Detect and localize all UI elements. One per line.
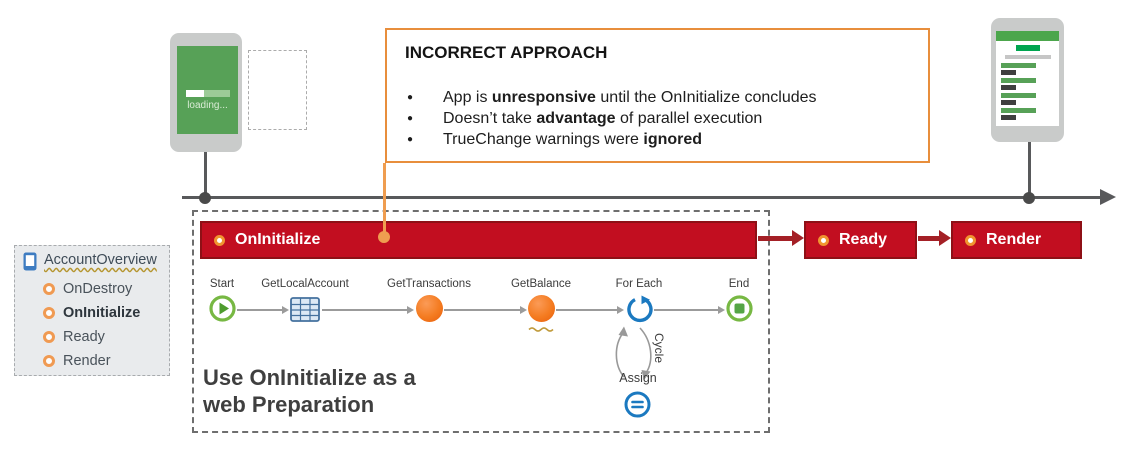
event-ring-icon [43,283,55,295]
event-ring-icon [43,331,55,343]
panel-title: AccountOverview [44,252,157,268]
screen-subtitle-bar [1004,55,1051,59]
flow-node-start: Start [162,278,282,322]
flow-node-getlocalaccount: GetLocalAccount [245,278,365,322]
flow-node-label: End [728,278,750,290]
event-list-item-ready: Ready [43,325,161,349]
flow-connector [237,306,289,313]
flow-connector [322,306,414,313]
timeline-axis [182,196,1102,199]
server-action-icon [527,295,555,322]
event-list-item-ondestroy: OnDestroy [43,277,161,301]
arrow-ready-to-render [918,230,951,246]
flow-node-label: GetBalance [510,278,572,290]
bullet-dot-icon: ● [407,113,414,124]
cycle-arrows-icon [615,326,652,380]
event-list-item-oninitialize: OnInitialize [43,301,161,325]
flow-connector [556,306,624,313]
rendered-screen [996,31,1059,126]
end-icon [725,295,753,322]
panel-title-row: AccountOverview [23,251,161,271]
flow-connector [654,306,725,313]
flow-node-label: GetTransactions [387,278,471,290]
phone-stem-left [204,152,207,198]
flow-node-label: GetLocalAccount [261,278,349,290]
event-bar-ready: Ready [804,221,917,259]
callout-bullet: ● App is unresponsive until the OnInitia… [407,89,817,106]
screen-header-bar [996,31,1059,41]
callout-title: INCORRECT APPROACH [405,43,608,62]
callout-bullet: ● Doesn’t take advantage of parallel exe… [407,110,763,127]
flow-node-end: End [679,278,799,322]
event-list-item-render: Render [43,349,161,373]
flow-node-label: Start [209,278,235,290]
server-action-icon [415,295,443,322]
event-bar-label: Render [986,231,1042,248]
bullet-dot-icon: ● [407,92,414,103]
event-bar-oninitialize: OnInitialize [200,221,757,259]
loading-text: loading... [187,100,228,111]
callout-box: INCORRECT APPROACH ● App is unresponsive… [385,28,930,163]
loading-phone: loading... [170,33,242,152]
timeline-marker-dot-left [199,192,211,204]
assign-label: Assign [619,371,657,385]
rendered-phone [991,18,1064,142]
event-ring-icon [965,234,976,246]
mobile-screen-icon [23,252,37,271]
placeholder-outline [248,50,307,130]
event-bar-label: Ready [839,231,888,248]
event-ring-icon [43,307,55,319]
flow-node-getbalance: GetBalance [481,278,601,322]
caption-text: Use OnInitialize as a web Preparation [203,365,416,417]
events-panel: AccountOverview OnDestroy OnInitialize R… [14,245,170,376]
phone-stem-right [1028,142,1031,198]
cycle-label: Cycle [652,333,666,364]
callout-connector-dot [378,231,390,243]
callout-bullet: ● TrueChange warnings were ignored [407,131,703,148]
event-ring-icon [43,355,55,367]
timeline-arrowhead-icon [1100,189,1116,205]
bullet-dot-icon: ● [407,134,414,145]
event-ring-icon [818,234,829,246]
foreach-icon [626,295,653,323]
callout-connector-line [383,163,386,235]
flow-node-gettransactions: GetTransactions [369,278,489,322]
flow-node-foreach: For Each [579,278,699,324]
start-icon [208,295,236,322]
timeline-marker-dot-right [1023,192,1035,204]
flow-node-label: For Each [615,278,663,290]
warning-squiggle-icon [528,327,554,332]
arrow-oninitialize-to-ready [758,230,804,246]
progress-bar [185,90,230,97]
flow-connector [444,306,527,313]
event-bar-render: Render [951,221,1082,259]
event-ring-icon [214,234,225,246]
screen-list-rows [1001,63,1036,123]
screen-title-bar [1015,45,1040,51]
assign-icon [624,391,651,418]
loading-screen: loading... [177,46,238,134]
event-bar-label: OnInitialize [235,231,321,248]
entity-table-icon [290,297,320,322]
progress-bar-fill [185,90,204,97]
